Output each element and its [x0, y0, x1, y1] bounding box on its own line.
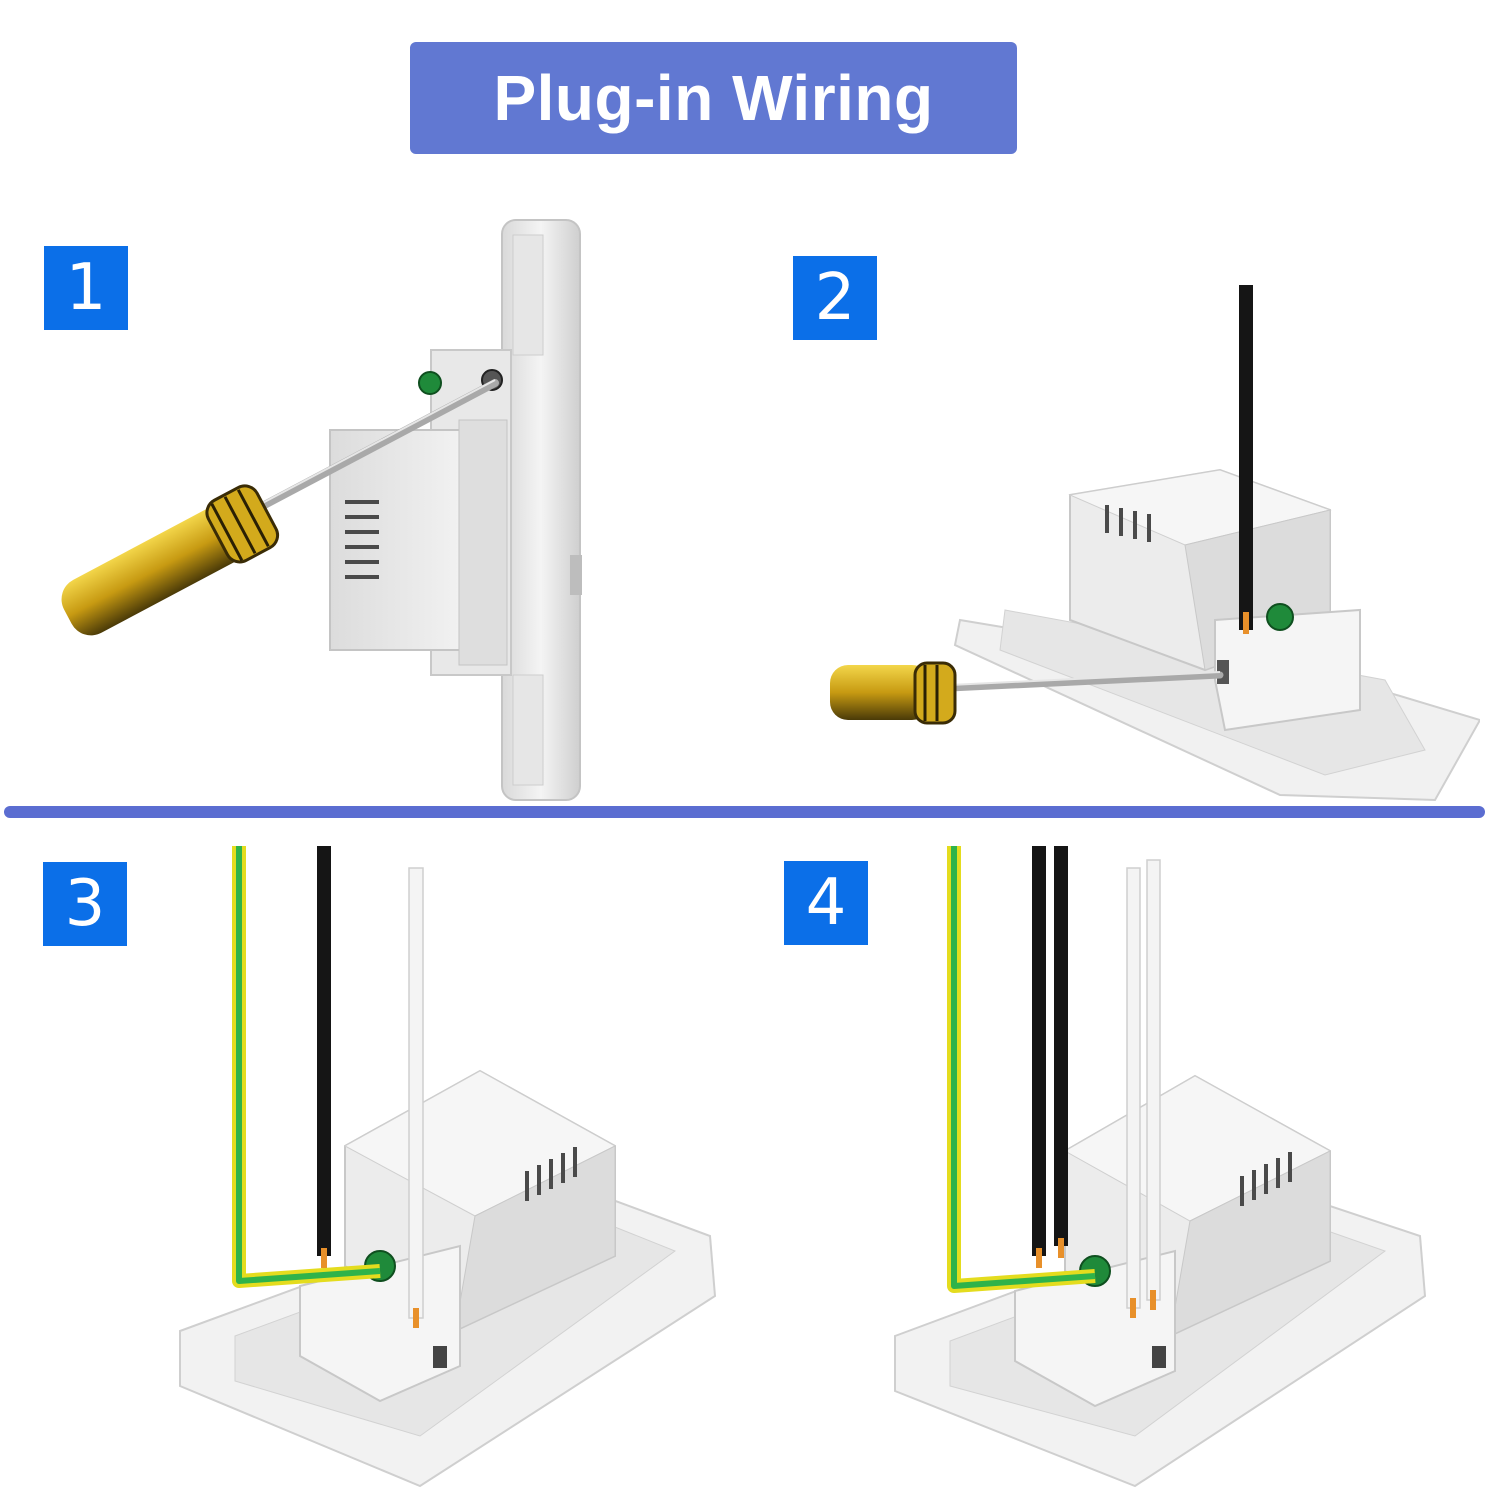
section-divider	[4, 806, 1485, 818]
title-banner: Plug-in Wiring	[410, 42, 1017, 154]
step-2-badge: 2	[793, 256, 877, 340]
step-1-badge: 1	[44, 246, 128, 330]
step-number: 3	[64, 867, 106, 941]
step-3-badge: 3	[43, 862, 127, 946]
step-number: 1	[65, 251, 107, 325]
step-1-illustration	[55, 215, 595, 805]
step-4-badge: 4	[784, 861, 868, 945]
step-3-illustration	[175, 846, 720, 1491]
step-number: 2	[814, 261, 856, 335]
step-4-illustration	[890, 846, 1435, 1491]
step-2-illustration	[825, 280, 1480, 805]
page-title: Plug-in Wiring	[493, 62, 934, 134]
step-number: 4	[805, 866, 847, 940]
